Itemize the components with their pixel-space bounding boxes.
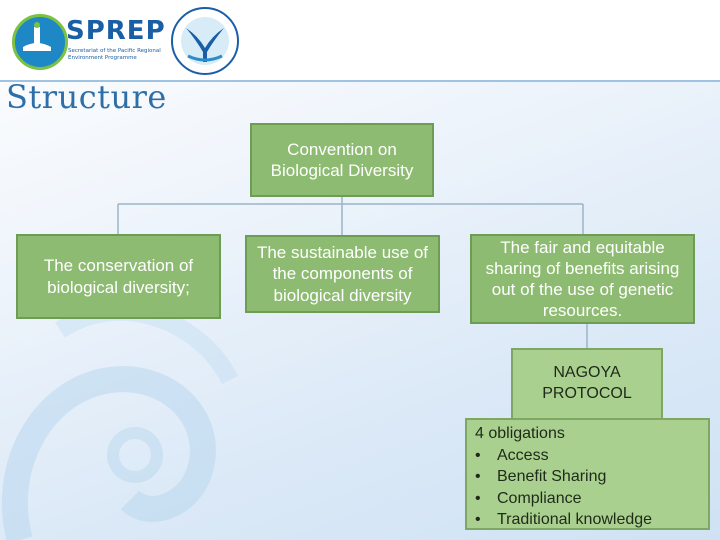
protocol-label: NAGOYA PROTOCOL [542,364,632,402]
root-node-label: Convention on Biological Diversity [270,139,414,180]
logo-area: SPREP Secretariat of the Pacific Regiona… [0,0,260,80]
objective-label-sustainable-use: The sustainable use of the components of… [256,243,429,305]
objective-node-sustainable-use: The sustainable use of the components of… [245,235,440,313]
objective-label-benefit-sharing: The fair and equitable sharing of benefi… [485,237,680,321]
objective-label-conservation: The conservation of biological diversity… [43,256,194,297]
root-node-cbd: Convention on Biological Diversity [250,123,434,197]
sprep-wordmark: SPREP [66,16,166,46]
obligation-item: Traditional knowledge [475,509,700,531]
obligation-item: Benefit Sharing [475,466,700,488]
protocol-node-nagoya: NAGOYA PROTOCOL [511,348,663,420]
objective-node-conservation: The conservation of biological diversity… [16,234,221,319]
obligations-list: Access Benefit Sharing Compliance Tradit… [475,445,700,531]
obligations-heading: 4 obligations [475,425,565,442]
header-band [0,0,720,82]
slide-title: Structure [6,78,167,116]
sprep-tagline: Secretariat of the Pacific Regional Envi… [68,48,161,61]
objective-node-benefit-sharing: The fair and equitable sharing of benefi… [470,234,695,324]
sprep-logo-icon [12,14,68,70]
obligation-item: Compliance [475,488,700,510]
obligation-item: Access [475,445,700,467]
obligations-box: 4 obligations Access Benefit Sharing Com… [465,418,710,530]
whale-tail-seal-icon [171,7,239,75]
